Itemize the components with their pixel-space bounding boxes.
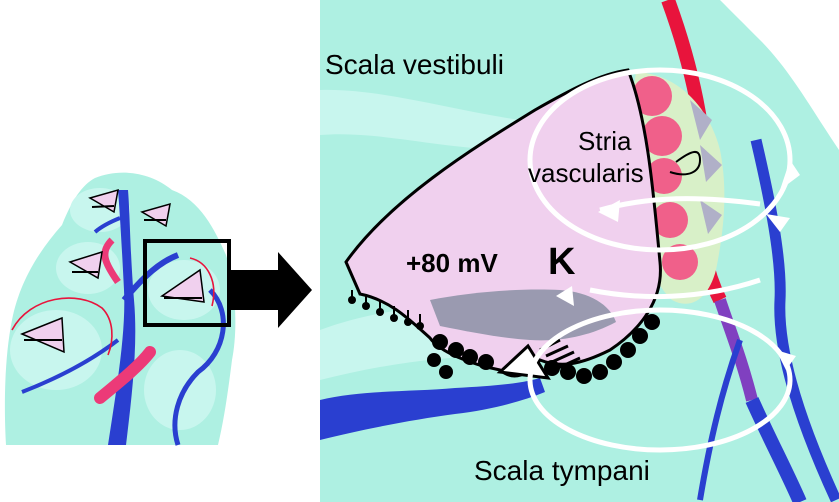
organ-of-corti-basal — [20, 316, 65, 354]
stria-label-pointer — [669, 151, 702, 176]
modiolar-vein-enlarged — [320, 378, 545, 440]
vein-branch-upper — [121, 252, 180, 302]
medial-return-path — [589, 277, 761, 300]
stria-label-line2: vascularis — [528, 158, 644, 188]
organ-of-corti-boxed — [159, 268, 205, 303]
basal-turn-lumen-right — [144, 350, 216, 430]
red-vessel-loop-left — [11, 297, 113, 356]
arrowhead-middle-right — [766, 214, 790, 232]
bony-wall — [720, 0, 839, 150]
circulation-arrowheads — [556, 160, 800, 370]
reissner-fringe-dots — [348, 290, 424, 330]
arrowhead-upper-right — [780, 160, 800, 190]
light-band-upper — [320, 89, 520, 150]
artery-lower — [94, 346, 156, 404]
scala-tympani-label: Scala tympani — [474, 455, 650, 486]
basilar-membrane-cells — [427, 314, 660, 384]
organ-of-corti-middle-left — [68, 250, 103, 280]
arrowhead-lower-right — [776, 350, 796, 370]
vein-branch-right — [172, 288, 226, 446]
red-vessel-loop-right — [189, 257, 215, 307]
organ-of-corti-upper-right — [140, 202, 171, 228]
organ-of-corti-apex — [88, 188, 119, 214]
cochlea-overview — [4, 172, 236, 446]
stria-label-line1: Stria — [578, 126, 632, 156]
artery-upper — [101, 237, 121, 285]
endocochlear-potential-label: +80 mV — [406, 248, 498, 278]
arrowhead-lower-left — [556, 286, 574, 306]
arrowhead-stria-left — [598, 200, 620, 222]
magnified-cochlear-duct: Scala vestibuli Stria vascularis +80 mV … — [320, 0, 839, 502]
vein-branch-apex — [93, 216, 121, 234]
scala-vestibuli-label: Scala vestibuli — [325, 49, 504, 80]
lower-circulation-loop — [527, 307, 793, 453]
vein-branch-left — [21, 338, 120, 394]
vein-blue-vessel-outer — [750, 138, 839, 502]
right-arrow-icon — [229, 252, 312, 328]
potassium-ion-label: K — [548, 241, 576, 283]
vein-blue-small — [697, 338, 743, 501]
vein-blue-vessel — [745, 397, 807, 502]
